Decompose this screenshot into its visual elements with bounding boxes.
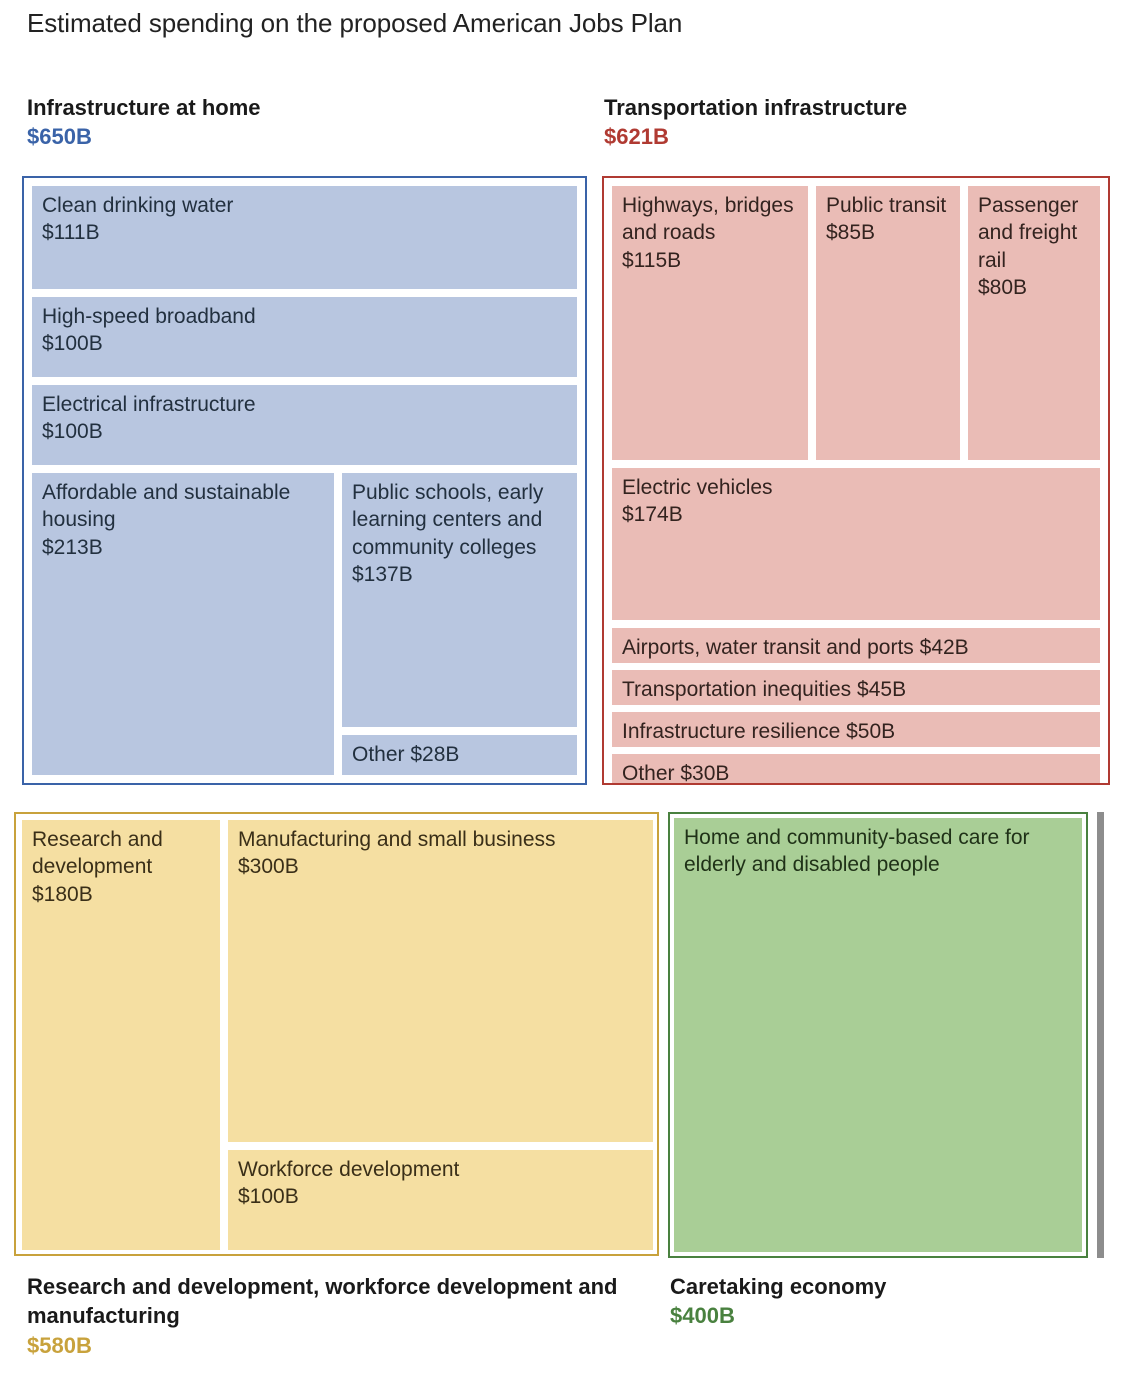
section-title-rnd-workforce-manufacturing: Research and development, workforce deve… (27, 1274, 618, 1329)
treemap-cell-affordable-sustainable-housing[interactable]: Affordable and sustainable housing $213B (32, 473, 334, 775)
section-header-transportation: Transportation infrastructure $621B (604, 93, 907, 152)
section-header-rnd-workforce-manufacturing: Research and development, workforce deve… (27, 1272, 627, 1360)
treemap-cell-public-transit[interactable]: Public transit $85B (816, 186, 960, 460)
section-total-infrastructure-home: $650B (27, 124, 92, 150)
section-title-caretaking: Caretaking economy (670, 1274, 887, 1299)
treemap-cell-infrastructure-resilience[interactable]: Infrastructure resilience $50B (612, 712, 1100, 747)
treemap-cell-electrical-infrastructure[interactable]: Electrical infrastructure $100B (32, 385, 577, 465)
section-total-rnd-workforce-manufacturing: $580B (27, 1332, 92, 1358)
treemap-cell-high-speed-broadband[interactable]: High-speed broadband $100B (32, 297, 577, 377)
section-title-transportation: Transportation infrastructure (604, 95, 908, 120)
treemap-cell-public-schools-early-learning[interactable]: Public schools, early learning centers a… (342, 473, 577, 727)
section-header-infrastructure-home: Infrastructure at home $650B (27, 93, 261, 152)
section-header-caretaking: Caretaking economy $400B (670, 1272, 1110, 1331)
treemap-group-infrastructure-home: Clean drinking water $111B High-speed br… (22, 176, 587, 785)
treemap-cell-workforce-development[interactable]: Workforce development $100B (228, 1150, 653, 1250)
treemap-cell-transportation-inequities[interactable]: Transportation inequities $45B (612, 670, 1100, 705)
treemap-cell-highways-bridges-roads[interactable]: Highways, bridges and roads $115B (612, 186, 808, 460)
section-total-caretaking: $400B (670, 1303, 735, 1329)
treemap-cell-manufacturing-small-business[interactable]: Manufacturing and small business $300B (228, 820, 653, 1142)
treemap-cell-other-transportation[interactable]: Other $30B (612, 754, 1100, 783)
treemap-group-caretaking: Home and community-based care for elderl… (668, 812, 1088, 1258)
treemap-cell-research-and-development[interactable]: Research and development $180B (22, 820, 220, 1250)
page-title: Estimated spending on the proposed Ameri… (27, 8, 683, 38)
treemap-group-rnd-workforce-manufacturing: Research and development $180B Manufactu… (14, 812, 659, 1256)
treemap-cell-airports-water-transit-ports[interactable]: Airports, water transit and ports $42B (612, 628, 1100, 663)
section-title-infrastructure-home: Infrastructure at home (27, 95, 261, 120)
treemap-cell-electric-vehicles[interactable]: Electric vehicles $174B (612, 468, 1100, 620)
treemap-group-transportation: Highways, bridges and roads $115B Public… (602, 176, 1110, 785)
treemap-cell-passenger-freight-rail[interactable]: Passenger and freight rail $80B (968, 186, 1100, 460)
treemap-cell-other-infrastructure-home[interactable]: Other $28B (342, 735, 577, 775)
treemap-cell-home-community-based-care[interactable]: Home and community-based care for elderl… (674, 818, 1082, 1252)
right-edge-strip (1097, 812, 1104, 1258)
section-total-transportation: $621B (604, 124, 669, 150)
treemap-cell-clean-drinking-water[interactable]: Clean drinking water $111B (32, 186, 577, 289)
